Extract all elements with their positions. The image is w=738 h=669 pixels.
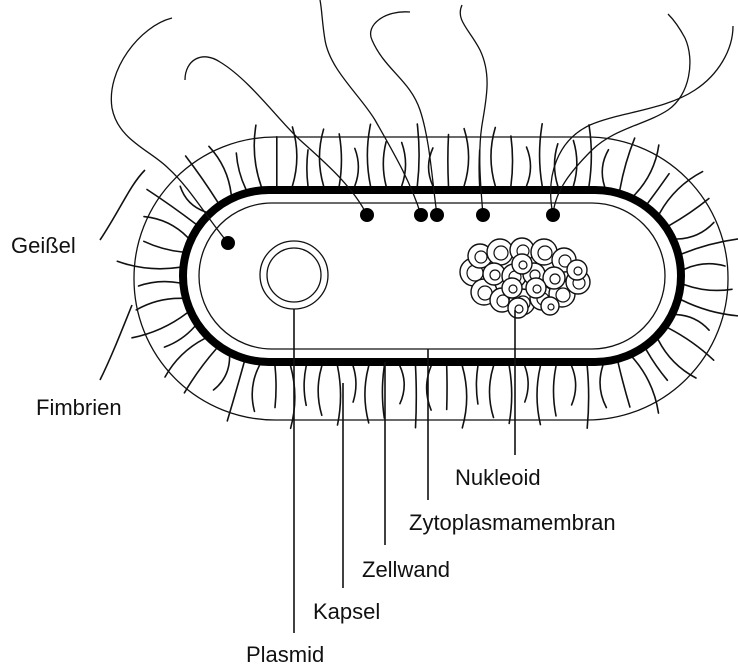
fimbria	[511, 136, 513, 186]
fimbria	[144, 241, 183, 252]
label-kapsel: Kapsel	[313, 599, 380, 624]
nucleoid	[460, 238, 590, 318]
basal-body	[430, 208, 444, 222]
fimbria	[462, 366, 466, 428]
fimbria	[448, 135, 449, 186]
fimbria	[677, 222, 714, 239]
fimbria	[682, 300, 738, 316]
label-zytoplasmamembran: Zytoplasmamembran	[409, 510, 616, 535]
label-zellwand: Zellwand	[362, 557, 450, 582]
leader-geissel	[100, 170, 145, 240]
fimbria	[589, 125, 591, 186]
fimbria	[537, 366, 540, 425]
dna-loop	[541, 297, 559, 315]
basal-body	[414, 208, 428, 222]
fimbria	[600, 366, 606, 408]
dna-loop	[487, 239, 513, 265]
fimbria	[620, 138, 635, 189]
fimbria	[144, 217, 188, 238]
fimbria	[353, 366, 356, 402]
fimbria	[682, 238, 738, 253]
basal-body	[476, 208, 490, 222]
plasmid-inner-ring	[267, 248, 321, 302]
fimbria	[540, 124, 543, 186]
fimbria	[307, 150, 308, 186]
fimbria	[476, 366, 478, 404]
fimbria	[186, 156, 218, 202]
fimbria	[136, 298, 182, 310]
fimbria	[417, 124, 419, 186]
fimbria	[668, 328, 713, 360]
fimbria	[573, 141, 576, 187]
fimbria	[338, 366, 341, 425]
fimbria	[491, 128, 495, 187]
fimbria	[658, 340, 696, 378]
fimbria	[648, 174, 669, 203]
fimbria	[587, 366, 588, 428]
fimbria	[184, 349, 216, 393]
fimbria	[669, 199, 709, 226]
fimbria	[509, 366, 512, 423]
dna-loop	[508, 298, 528, 318]
cytoplasmic-membrane	[199, 203, 665, 349]
fimbria	[275, 366, 276, 408]
basal-body	[546, 208, 560, 222]
label-geissel: Geißel	[11, 233, 76, 258]
label-fimbrien: Fimbrien	[36, 395, 122, 420]
fimbria	[572, 366, 576, 405]
fimbria	[416, 366, 417, 428]
fimbria	[132, 313, 187, 338]
fimbria	[383, 142, 386, 186]
fimbria	[676, 315, 709, 331]
dna-loop	[512, 254, 532, 274]
fimbria	[252, 366, 259, 412]
fimbria	[164, 327, 194, 348]
fimbria	[254, 125, 261, 186]
leader-fimbrien	[100, 305, 132, 380]
fimbria	[490, 366, 494, 418]
plasmid-outer-ring	[260, 241, 328, 309]
leader-lines	[100, 170, 515, 633]
fimbria	[618, 363, 630, 407]
fimbria	[365, 366, 369, 423]
dna-loop	[502, 278, 522, 298]
fimbria	[382, 366, 384, 418]
fimbria	[318, 366, 322, 415]
fimbria	[304, 366, 306, 405]
dna-loop	[567, 260, 587, 280]
basal-body	[221, 236, 235, 250]
fimbria	[554, 366, 557, 416]
fimbria	[209, 146, 231, 194]
plasmid	[260, 241, 328, 309]
fimbria	[355, 148, 359, 186]
fimbria	[367, 124, 370, 186]
fimbria	[602, 150, 608, 187]
label-plasmid: Plasmid	[246, 642, 324, 667]
fimbria	[685, 264, 725, 269]
fimbria	[646, 350, 667, 380]
fimbria	[214, 357, 230, 390]
fimbria	[400, 366, 404, 404]
fimbria	[236, 153, 246, 189]
flagellum	[371, 12, 437, 215]
fimbria	[633, 358, 659, 413]
fimbria	[527, 147, 531, 186]
fimbria	[117, 261, 179, 268]
fimbria	[525, 366, 528, 402]
label-nukleoid: Nukleoid	[455, 465, 541, 490]
basal-body	[360, 208, 374, 222]
fimbria	[685, 285, 732, 291]
dna-loop	[526, 278, 546, 298]
fimbria	[402, 143, 406, 187]
fimbria	[634, 145, 658, 195]
fimbria	[139, 282, 180, 286]
